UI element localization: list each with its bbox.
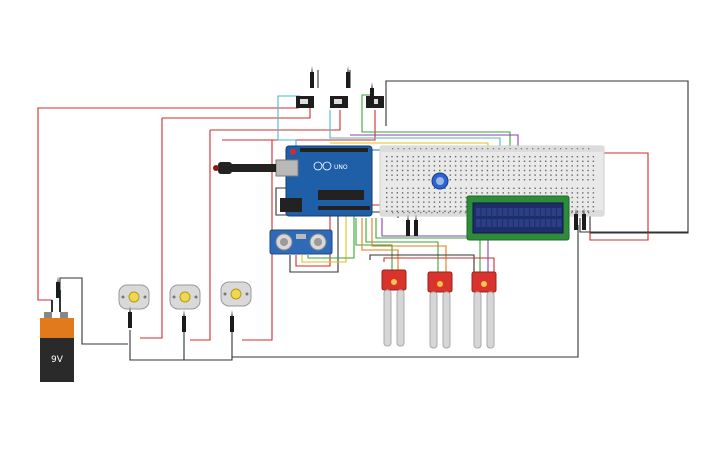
power-jack[interactable] bbox=[280, 198, 302, 212]
alligator-clip-icon[interactable] bbox=[414, 214, 418, 236]
wire-red-relay1 bbox=[162, 108, 311, 119]
alligator-clip-icon[interactable] bbox=[128, 306, 132, 328]
wire-soil-green1 bbox=[355, 218, 393, 270]
dc-motor-icon[interactable] bbox=[118, 284, 150, 310]
soil-moisture-sensor-icon[interactable] bbox=[381, 269, 407, 347]
potentiometer[interactable] bbox=[431, 172, 449, 190]
ultrasonic-sensor bbox=[269, 229, 333, 255]
dc-motor-icon[interactable] bbox=[169, 284, 201, 310]
relay-icon[interactable] bbox=[330, 96, 348, 108]
wire-black-motors2 bbox=[184, 330, 233, 361]
wire-soil-orange2 bbox=[371, 218, 447, 272]
relay-icon[interactable] bbox=[296, 96, 314, 108]
usb-cable bbox=[213, 162, 276, 174]
wire-soil-purple3 bbox=[381, 218, 489, 272]
wire-red-right bbox=[589, 152, 649, 241]
arduino-uno: UNO bbox=[275, 145, 373, 217]
alligator-clip-icon[interactable] bbox=[56, 276, 60, 298]
battery-9v: 9V bbox=[40, 312, 74, 382]
lcd-display bbox=[466, 195, 570, 241]
wire-black-bottom bbox=[232, 225, 579, 358]
wire-black-motors bbox=[129, 330, 185, 361]
usb-port[interactable] bbox=[275, 159, 299, 177]
reset-button[interactable] bbox=[290, 149, 296, 155]
wire-ultra-yellow bbox=[301, 215, 347, 263]
wire-soil-red bbox=[383, 257, 495, 272]
alligator-clip-icon[interactable] bbox=[582, 208, 586, 230]
alligator-clips bbox=[56, 66, 586, 332]
wire-black-loop bbox=[385, 80, 689, 234]
wire-ultra-green bbox=[307, 215, 355, 259]
battery-label: 9V bbox=[51, 355, 64, 365]
alligator-clip-icon[interactable] bbox=[370, 82, 374, 104]
relay-icon[interactable] bbox=[366, 96, 384, 108]
relay-group bbox=[296, 96, 384, 108]
alligator-clip-icon[interactable] bbox=[310, 66, 314, 88]
wire-teal-1 bbox=[277, 95, 300, 148]
wire-red-relay2 bbox=[210, 110, 341, 131]
alligator-clip-icon[interactable] bbox=[574, 208, 578, 230]
lcd-character-cells bbox=[476, 208, 562, 227]
wire-black-right bbox=[579, 218, 688, 233]
motor-group bbox=[118, 281, 252, 310]
soil-moisture-sensor-icon[interactable] bbox=[471, 271, 497, 349]
alligator-clip-icon[interactable] bbox=[182, 310, 186, 332]
arduino-brand-label: UNO bbox=[334, 164, 348, 171]
alligator-clip-icon[interactable] bbox=[346, 66, 350, 88]
wire-soil-orange1 bbox=[361, 218, 399, 270]
alligator-clip-icon[interactable] bbox=[406, 214, 410, 236]
wire-red-relay3 bbox=[222, 110, 376, 141]
wire-red-motor2 bbox=[190, 130, 211, 341]
wire-soil-black bbox=[369, 254, 475, 272]
dc-motor-icon[interactable] bbox=[220, 281, 252, 307]
wire-soil-green2 bbox=[365, 218, 439, 272]
wire-red-motor1 bbox=[140, 118, 163, 339]
soil-moisture-sensor-icon[interactable] bbox=[427, 271, 453, 349]
wire-soil-green3 bbox=[375, 218, 481, 272]
soil-sensor-group bbox=[381, 269, 497, 349]
alligator-clip-icon[interactable] bbox=[230, 310, 234, 332]
wire-ultra-black bbox=[289, 215, 339, 273]
microcontroller-chip bbox=[318, 190, 364, 200]
